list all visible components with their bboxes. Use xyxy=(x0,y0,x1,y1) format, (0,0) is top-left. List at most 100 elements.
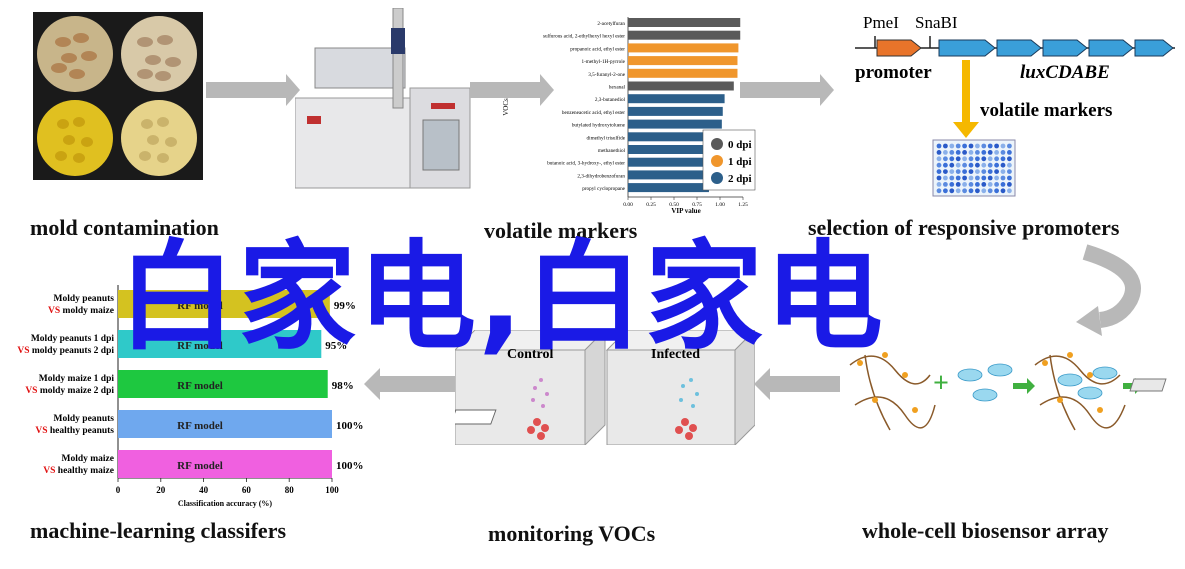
clf-bar xyxy=(118,330,322,358)
gc-ms-instrument xyxy=(295,8,471,189)
vip-bar xyxy=(628,43,739,53)
volatile-arrow xyxy=(953,122,979,138)
vip-legend-label: 2 dpi xyxy=(728,173,752,185)
vip-bar xyxy=(628,132,722,142)
label-mold-contamination: mold contamination xyxy=(30,215,219,240)
control-chamber: Control xyxy=(455,330,606,445)
site-pmei: PmeI xyxy=(863,13,899,32)
vip-category-label: dimethyl trisulfide xyxy=(587,134,626,141)
label-machine-learning: machine-learning classifers xyxy=(30,518,287,543)
volatile-markers-arrow-label: volatile markers xyxy=(980,100,1112,121)
vip-bar xyxy=(628,183,709,193)
vip-tick-label: 1.00 xyxy=(715,202,725,208)
clf-bar-label: RF model xyxy=(177,380,223,392)
clf-bar-label: RF model xyxy=(177,300,223,312)
vip-legend-swatch xyxy=(711,172,723,184)
clf-category-line2: VS healthy peanuts xyxy=(35,426,114,436)
clf-bar-label: RF model xyxy=(177,340,223,352)
biosensor-array: + xyxy=(849,352,1167,431)
vip-legend-label: 1 dpi xyxy=(728,156,752,168)
vip-category-label: methanethiol xyxy=(598,148,626,154)
clf-value-label: 99% xyxy=(334,300,356,312)
vip-tick-label: 0.00 xyxy=(623,202,633,208)
vip-bar xyxy=(628,170,711,180)
mold-contamination-photo xyxy=(33,12,203,180)
label-biosensor-array: whole-cell biosensor array xyxy=(862,518,1109,543)
clf-category-line2: VS moldy maize 2 dpi xyxy=(25,386,114,396)
clf-category-line1: Moldy maize xyxy=(61,454,114,464)
clf-tick-label: 100 xyxy=(325,485,339,495)
label-selection-promoters: selection of responsive promoters xyxy=(808,215,1120,240)
vip-bar xyxy=(628,145,721,154)
clf-value-label: 98% xyxy=(332,380,354,392)
luxcdabe-label: luxCDABE xyxy=(1020,62,1110,83)
promoter-block xyxy=(876,39,922,57)
vip-bar xyxy=(628,81,734,91)
clf-value-label: 100% xyxy=(336,420,364,432)
label-volatile-markers: volatile markers xyxy=(484,218,638,243)
clf-bar xyxy=(118,410,332,438)
vip-bar xyxy=(628,157,720,167)
clf-value-label: 95% xyxy=(325,340,347,352)
vip-legend-swatch xyxy=(711,138,723,150)
vip-ylabel: VOCs xyxy=(502,98,510,116)
vip-bar xyxy=(628,18,741,27)
vip-tick-label: 0.75 xyxy=(692,202,702,208)
clf-bar xyxy=(118,450,332,478)
clf-xlabel: Classification accuracy (%) xyxy=(178,499,273,508)
clf-category-line2: VS moldy peanuts 2 dpi xyxy=(17,346,114,356)
vip-category-label: hexanal xyxy=(609,85,626,91)
vip-category-label: 1-methyl-1H-pyrrole xyxy=(581,59,625,65)
clf-bar xyxy=(118,370,328,398)
clf-tick-label: 80 xyxy=(285,485,295,495)
vip-category-label: sulfurous acid, 2-ethylhexyl hexyl ester xyxy=(543,33,625,40)
vip-category-label: butanoic acid, 3-hydroxy-, ethyl ester xyxy=(547,161,625,167)
clf-bar-label: RF model xyxy=(177,420,223,432)
vip-category-label: 2-acetylfuran xyxy=(597,20,625,27)
vip-bar xyxy=(628,30,741,40)
plus-icon: + xyxy=(933,368,949,399)
clf-category-line1: Moldy peanuts xyxy=(54,294,115,304)
clf-bar xyxy=(118,290,330,318)
promoter-label: promoter xyxy=(855,62,932,83)
well-plate xyxy=(932,139,1016,197)
vip-tick-label: 0.25 xyxy=(646,202,656,208)
infected-chamber: Infected xyxy=(605,330,755,445)
vip-category-label: propanoic acid, ethyl ester xyxy=(570,46,625,52)
vip-bar xyxy=(628,68,738,78)
vip-bar-chart: VOCs 2-acetylfuran sulfurous acid, 2-ethy… xyxy=(502,17,756,215)
site-snabi: SnaBI xyxy=(915,13,958,32)
clf-value-label: 100% xyxy=(336,460,364,472)
vip-legend: 0 dpi 1 dpi 2 dpi xyxy=(702,129,756,191)
vip-bar xyxy=(628,106,723,116)
promoter-construct: PmeI SnaBI promoter luxCDABE volatile ma… xyxy=(855,13,1175,197)
clf-tick-label: 0 xyxy=(116,485,121,495)
clf-category-line2: VS moldy maize xyxy=(48,306,114,316)
vip-tick-label: 1.25 xyxy=(738,202,748,208)
vip-category-label: 2,3-dihydrobenzofuran xyxy=(577,172,625,179)
clf-category-line2: VS healthy maize xyxy=(43,466,114,476)
vip-tick-label: 0.50 xyxy=(669,202,679,208)
overlay-watermark-text: 白家电,白家电 xyxy=(118,228,885,366)
clf-category-line1: Moldy peanuts xyxy=(54,414,115,424)
clf-tick-label: 40 xyxy=(199,485,209,495)
vip-category-label: benzeneacetic acid, ethyl ester xyxy=(562,110,625,116)
vip-category-label: propyl cyclopropane xyxy=(582,186,625,192)
vip-xlabel: VIP value xyxy=(671,207,700,215)
clf-bar-label: RF model xyxy=(177,460,223,472)
vip-category-label: butylated hydroxytoluene xyxy=(572,123,626,129)
clf-category-line1: Moldy maize 1 dpi xyxy=(39,374,115,384)
voc-chambers: Control Infected xyxy=(455,330,755,445)
infected-label: Infected xyxy=(651,347,700,362)
vip-legend-label: 0 dpi xyxy=(728,139,752,151)
control-label: Control xyxy=(507,347,554,362)
vip-bar xyxy=(628,119,722,129)
vip-bar xyxy=(628,94,725,104)
vip-legend-swatch xyxy=(711,155,723,167)
vip-bar xyxy=(628,56,738,66)
clf-tick-label: 60 xyxy=(242,485,252,495)
vip-category-label: 3,5-furanyl-2-one xyxy=(588,71,625,78)
label-monitoring-vocs: monitoring VOCs xyxy=(488,521,656,546)
clf-tick-label: 20 xyxy=(156,485,166,495)
clf-category-line1: Moldy peanuts 1 dpi xyxy=(31,334,115,344)
